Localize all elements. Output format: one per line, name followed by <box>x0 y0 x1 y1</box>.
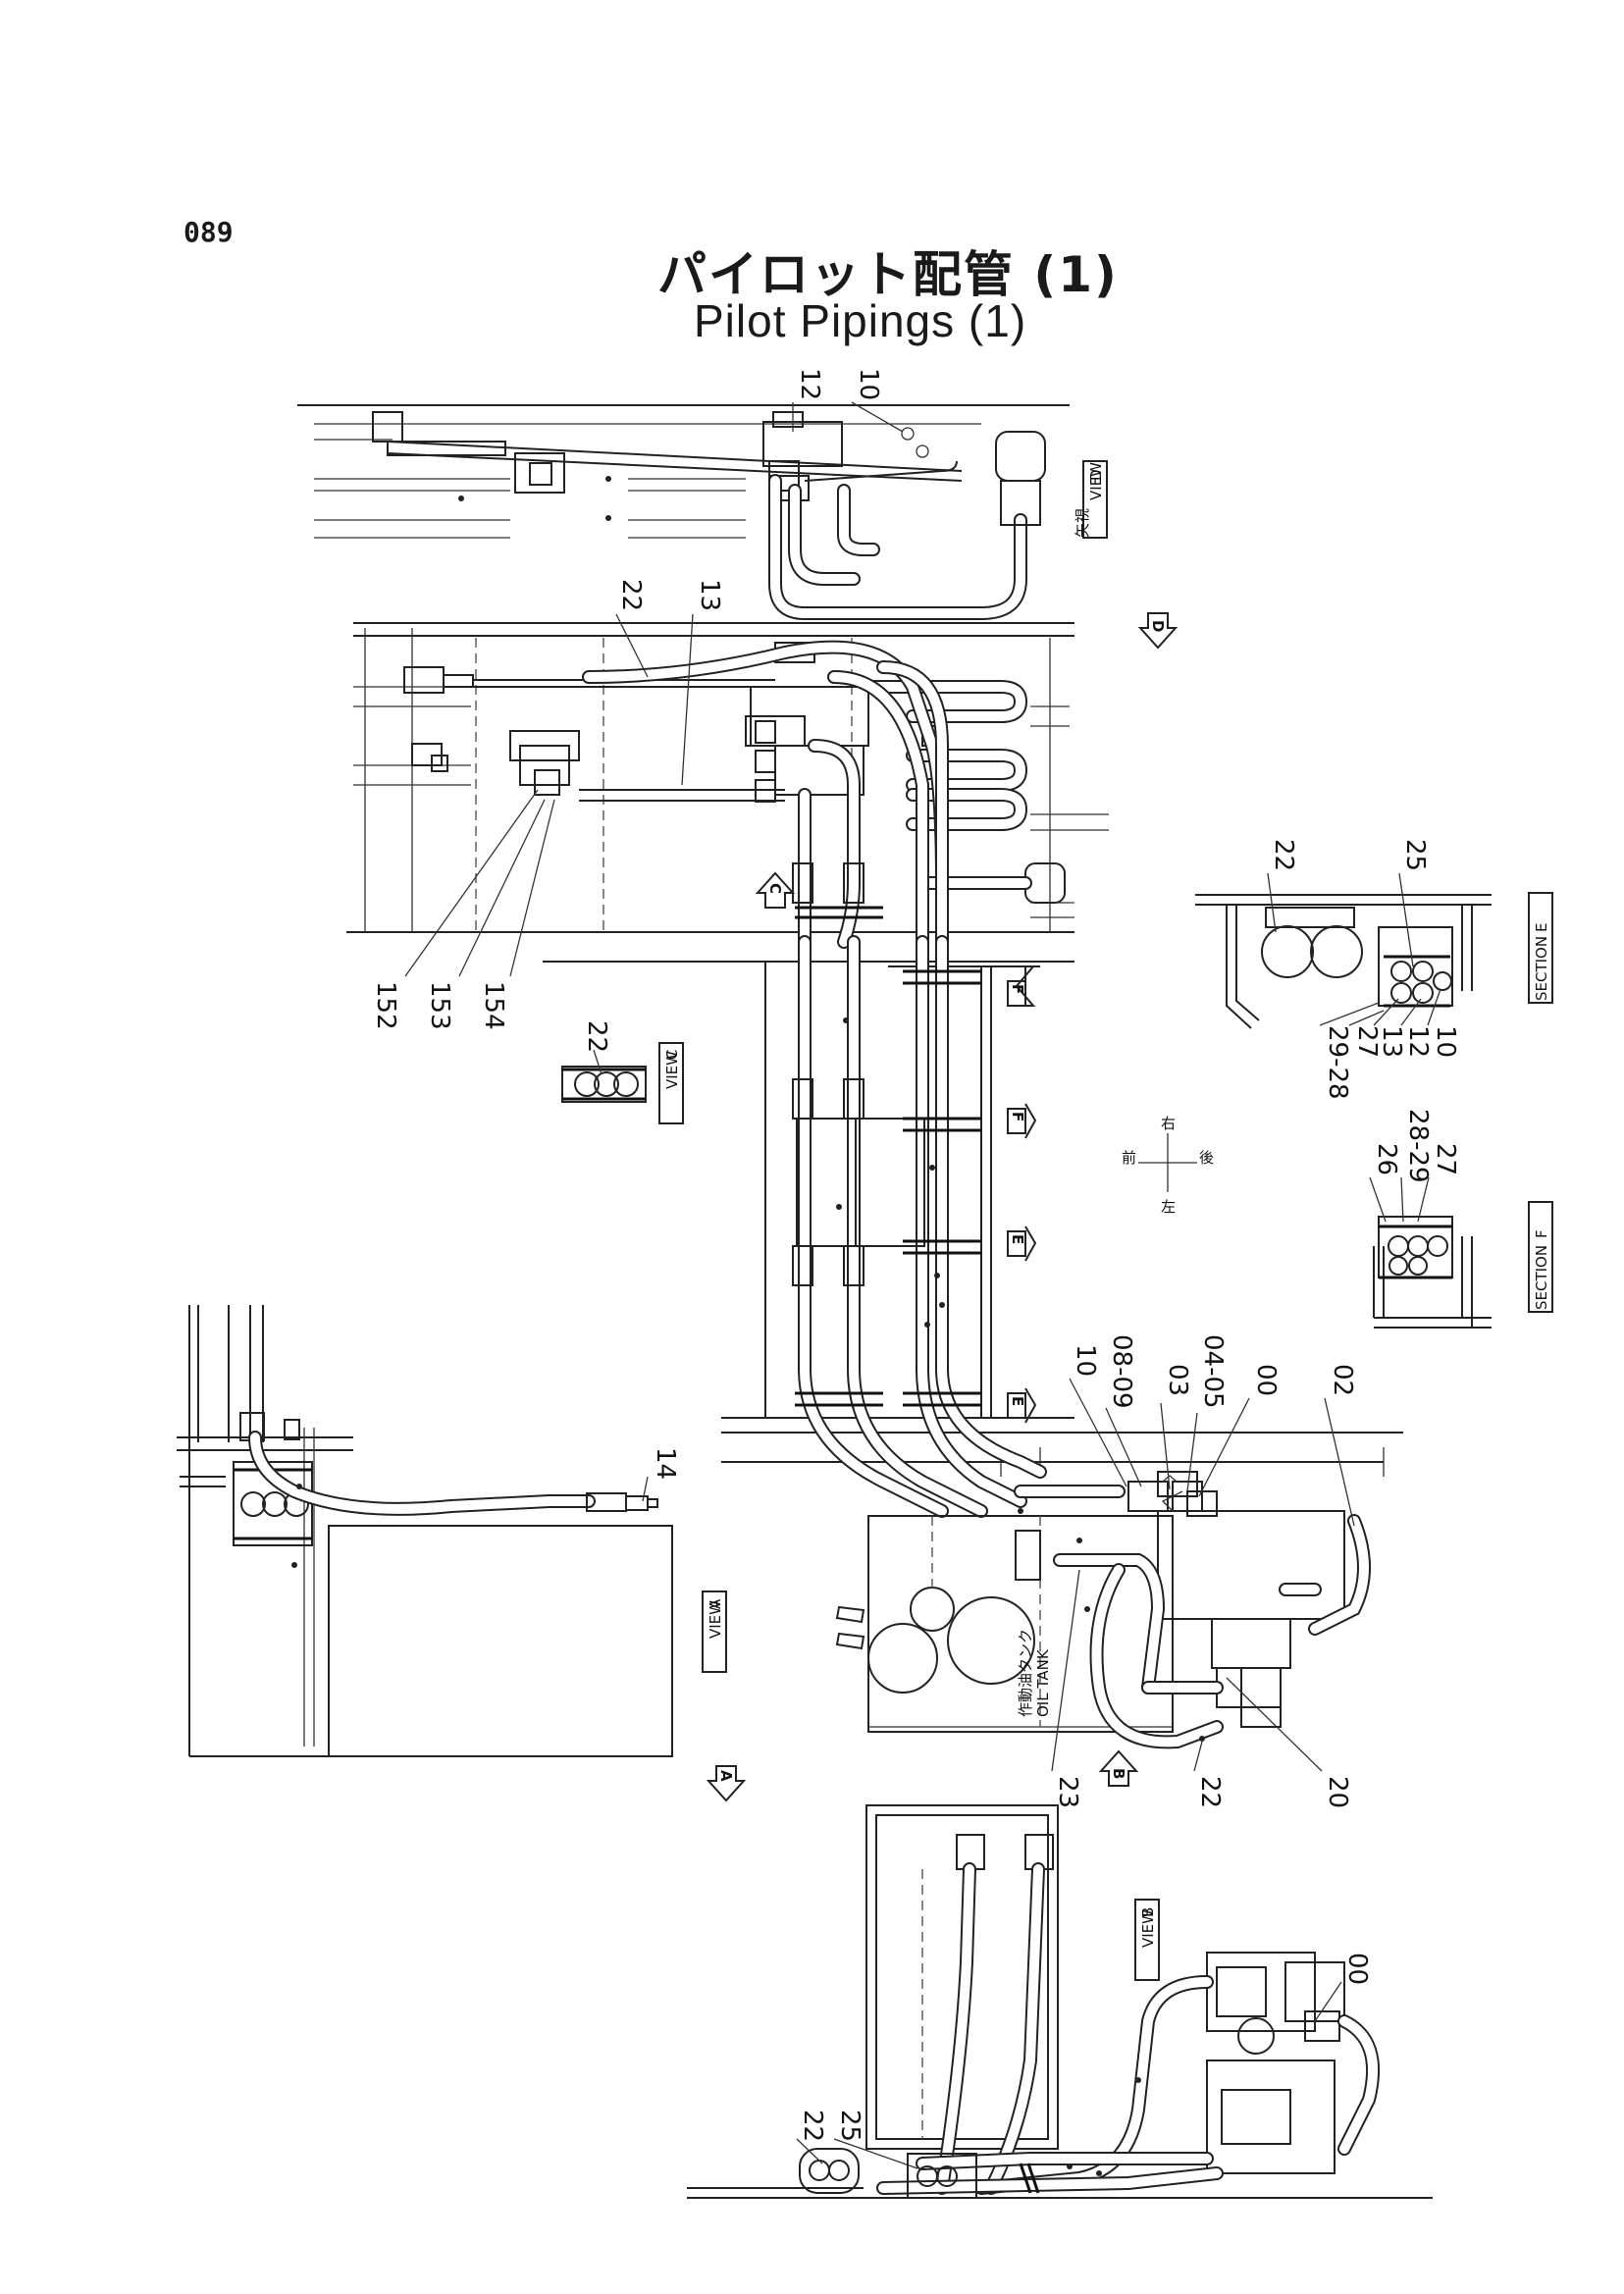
svg-text:04-05: 04-05 <box>1198 1334 1228 1409</box>
view-b-letter: B <box>1139 1907 1157 1917</box>
svg-text:20: 20 <box>1323 1776 1352 1808</box>
oil-tank-label-jp: 作動油タンク <box>1017 1629 1034 1717</box>
view-d-callouts: 12 10 <box>792 368 904 433</box>
callout-12-view-d: 12 <box>795 368 824 400</box>
oil-tank-label-en: OIL TANK <box>1034 1648 1052 1717</box>
callout-153: 153 <box>425 981 454 1030</box>
arrow-f-upper: F <box>1007 965 1036 1007</box>
title-english: Pilot Pipings (1) <box>694 295 1027 346</box>
svg-text:F: F <box>1009 1112 1026 1121</box>
arrow-e-lower: E <box>1007 1387 1037 1424</box>
compass-front: 前 <box>1122 1149 1136 1167</box>
arrow-d: D <box>1137 612 1179 650</box>
view-a-label-en: VIEW <box>707 1600 724 1639</box>
svg-text:F: F <box>1009 984 1026 994</box>
svg-text:10: 10 <box>1071 1344 1100 1377</box>
svg-text:10: 10 <box>1431 1025 1460 1058</box>
view-d-label: VIEW 矢視 D <box>1074 460 1108 539</box>
view-b-label: VIEW B <box>1134 1899 1160 1981</box>
view-c-drawing <box>561 1066 647 1103</box>
view-b-callouts: 00 22 25 <box>796 1953 1372 2169</box>
arrow-f-lower: F <box>1007 1103 1037 1139</box>
view-a-label: VIEW A <box>702 1590 727 1673</box>
svg-text:08-09: 08-09 <box>1107 1334 1136 1409</box>
direction-arrows: D C F F E E A <box>706 612 1179 1802</box>
upper-callouts: 22 13 152 153 154 <box>371 579 724 1030</box>
arrow-a: A <box>706 1765 747 1802</box>
svg-text:00: 00 <box>1342 1953 1372 1985</box>
section-f-letter: F <box>1533 1229 1550 1238</box>
svg-text:28-29: 28-29 <box>1403 1109 1433 1183</box>
svg-text:B: B <box>1110 1768 1127 1779</box>
svg-text:22: 22 <box>798 2110 827 2142</box>
svg-text:03: 03 <box>1163 1364 1192 1396</box>
svg-text:27: 27 <box>1431 1143 1460 1175</box>
callout-152: 152 <box>371 981 400 1030</box>
svg-text:A: A <box>717 1770 735 1782</box>
svg-text:E: E <box>1009 1396 1026 1406</box>
arrow-c: C <box>755 871 796 909</box>
view-d-letter: D <box>1087 469 1105 481</box>
arrow-b: B <box>1098 1749 1139 1787</box>
view-a-drawing <box>177 1305 673 1757</box>
callout-10-view-d: 10 <box>854 368 883 400</box>
compass: 前 後 右 左 <box>1122 1115 1214 1216</box>
view-b-drawing <box>687 1804 1433 2199</box>
callout-154: 154 <box>479 981 508 1030</box>
section-e-label-en: SECTION <box>1533 936 1550 1001</box>
svg-text:D: D <box>1149 620 1167 632</box>
upper-hoses <box>582 640 949 968</box>
callout-22-top: 22 <box>616 579 646 611</box>
svg-text:22: 22 <box>1269 839 1298 871</box>
view-a-letter: A <box>707 1598 724 1609</box>
section-e-callouts: 22 25 29-28 27 13 12 10 <box>1267 839 1460 1100</box>
section-f-label-en: SECTION <box>1533 1245 1550 1310</box>
svg-text:12: 12 <box>1403 1025 1433 1058</box>
upper-frame <box>346 622 1109 963</box>
callout-22-view-c: 22 <box>582 1020 611 1053</box>
compass-rear: 後 <box>1199 1149 1214 1167</box>
view-c-label: VIEW C <box>658 1042 684 1124</box>
compass-left: 左 <box>1161 1198 1176 1216</box>
view-c-label-en: VIEW <box>663 1051 681 1089</box>
svg-text:00: 00 <box>1251 1364 1281 1396</box>
section-f-label: SECTION F <box>1528 1201 1553 1313</box>
pump-callouts: 10 08-09 03 04-05 00 02 23 22 20 <box>1051 1334 1357 1808</box>
title-japanese: パイロット配管 (1) <box>657 246 1119 303</box>
central-channel <box>543 862 1403 1518</box>
svg-text:23: 23 <box>1053 1776 1082 1808</box>
view-d-label-en: VIEW <box>1087 462 1105 500</box>
svg-text:25: 25 <box>1400 839 1430 871</box>
page-number: 089 <box>183 216 234 248</box>
svg-text:27: 27 <box>1352 1025 1382 1058</box>
view-c-letter: C <box>663 1050 681 1060</box>
oil-tank-label: 作動油タンク OIL TANK <box>1017 1629 1052 1717</box>
svg-text:13: 13 <box>1377 1025 1406 1058</box>
arrow-e-upper: E <box>1007 1225 1037 1262</box>
section-e-drawing <box>1195 894 1492 1029</box>
view-d-label-jp: 矢視 <box>1074 508 1091 538</box>
view-d-drawing <box>297 404 1070 620</box>
callout-13-top: 13 <box>695 579 724 611</box>
svg-text:22: 22 <box>1195 1776 1225 1808</box>
svg-text:E: E <box>1009 1234 1026 1244</box>
compass-right: 右 <box>1161 1115 1176 1132</box>
svg-text:26: 26 <box>1372 1143 1401 1175</box>
svg-text:29-28: 29-28 <box>1323 1025 1352 1100</box>
svg-text:02: 02 <box>1328 1364 1357 1396</box>
svg-text:C: C <box>766 883 784 894</box>
section-e-label: SECTION E <box>1528 892 1553 1004</box>
section-f-drawing <box>1373 1216 1492 1329</box>
callout-14: 14 <box>651 1447 680 1480</box>
view-b-label-en: VIEW <box>1139 1909 1157 1948</box>
pump-tank-area <box>835 1471 1371 1749</box>
section-f-callouts: 26 28-29 27 <box>1369 1109 1460 1223</box>
svg-text:25: 25 <box>835 2110 864 2142</box>
section-e-letter: E <box>1533 923 1550 932</box>
